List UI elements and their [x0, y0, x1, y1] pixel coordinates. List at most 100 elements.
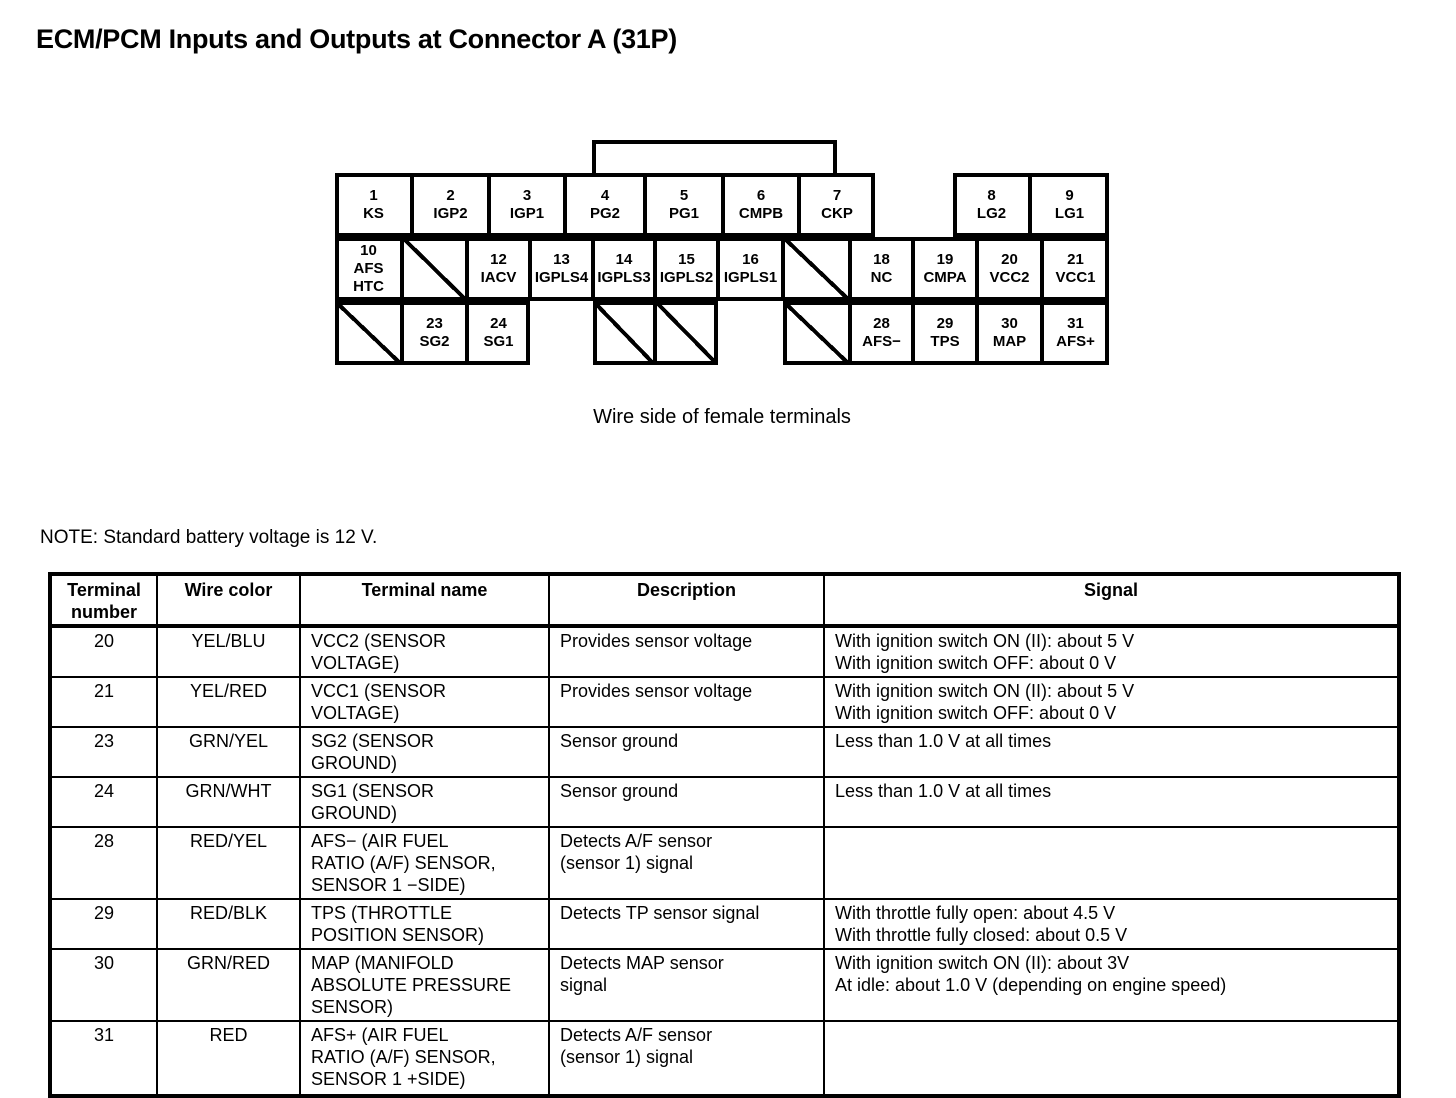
pin-label: NC	[870, 269, 893, 286]
cell-wire-color: RED/YEL	[156, 826, 301, 900]
pin-7: 7 CKP	[799, 173, 875, 237]
table-row-terminal-24: 24 GRN/WHT SG1 (SENSOR GROUND) Sensor gr…	[49, 776, 1400, 828]
cell-terminal-number: 29	[49, 898, 158, 950]
cell-terminal-number: 24	[49, 776, 158, 828]
cell-signal: With ignition switch ON (II): about 3V A…	[823, 948, 1400, 1022]
col-header-terminal-number: Terminal number	[49, 573, 158, 628]
cell-wire-color: YEL/BLU	[156, 625, 301, 678]
pin-12: 12 IACV	[467, 237, 530, 301]
pin-2: 2 IGP2	[412, 173, 489, 237]
pin-label: IGP2	[433, 205, 468, 222]
cell-description: Detects TP sensor signal	[548, 898, 825, 950]
pin-24: 24 SG1	[467, 301, 530, 365]
cell-terminal-name: SG2 (SENSOR GROUND)	[299, 726, 550, 778]
pin-18: 18 NC	[850, 237, 913, 301]
pin-label: SG1	[483, 333, 514, 350]
pin-label: SG2	[419, 333, 450, 350]
cell-terminal-name: MAP (MANIFOLD ABSOLUTE PRESSURE SENSOR)	[299, 948, 550, 1022]
pin-label: PG2	[589, 205, 620, 222]
pin-label: IGP1	[509, 205, 545, 222]
pin-number: 2	[446, 187, 455, 204]
table-row-terminal-23: 23 GRN/YEL SG2 (SENSOR GROUND) Sensor gr…	[49, 726, 1400, 778]
col-header-wire-color: Wire color	[156, 573, 301, 628]
cell-signal: Less than 1.0 V at all times	[823, 726, 1400, 778]
cell-terminal-number: 20	[49, 625, 158, 678]
cell-wire-color: GRN/WHT	[156, 776, 301, 828]
pin-label: VCC2	[989, 269, 1030, 286]
pin-4: 4 PG2	[565, 173, 645, 237]
cell-description: Detects MAP sensor signal	[548, 948, 825, 1022]
pin-number: 15	[678, 251, 695, 268]
cell-terminal-name: VCC1 (SENSOR VOLTAGE)	[299, 676, 550, 728]
pin-15: 15 IGPLS2	[655, 237, 718, 301]
pin-1: 1 KS	[335, 173, 412, 237]
pin-label: PG1	[668, 205, 699, 222]
pin-label: IGPLS1	[723, 269, 778, 286]
pin-label: CMPA	[923, 269, 967, 286]
pin-13: 13 IGPLS4	[530, 237, 593, 301]
cell-terminal-number: 23	[49, 726, 158, 778]
col-header-signal: Signal	[823, 573, 1400, 628]
pin-number: 20	[1001, 251, 1018, 268]
pin-number: 29	[936, 315, 954, 332]
blank-cell-slash	[593, 301, 655, 365]
cell-description: Provides sensor voltage	[548, 625, 825, 678]
connector-key-tab	[592, 140, 837, 177]
note-text: NOTE: Standard battery voltage is 12 V.	[40, 527, 378, 548]
table-row-terminal-29: 29 RED/BLK TPS (THROTTLE POSITION SENSOR…	[49, 898, 1400, 950]
pin-number: 19	[936, 251, 954, 268]
pin-number: 30	[1001, 315, 1018, 332]
blank-cell-slash	[783, 301, 850, 365]
terminal-table-container: Terminal number Wire color Terminal name…	[48, 572, 1401, 1098]
terminal-table: Terminal number Wire color Terminal name…	[48, 572, 1401, 1098]
pin-number: 14	[615, 251, 633, 268]
pin-number: 9	[1065, 187, 1074, 204]
pin-number: 23	[426, 315, 443, 332]
cell-terminal-name: AFS+ (AIR FUEL RATIO (A/F) SENSOR, SENSO…	[299, 1020, 550, 1097]
table-row-terminal-21: 21 YEL/RED VCC1 (SENSOR VOLTAGE) Provide…	[49, 676, 1400, 728]
cell-signal	[823, 826, 1400, 900]
pin-label: MAP	[992, 333, 1027, 350]
pin-number: 3	[522, 187, 532, 204]
pin-label: LG2	[976, 205, 1007, 222]
pin-label: IACV	[480, 269, 517, 286]
cell-wire-color: RED	[156, 1020, 301, 1097]
pin-label: AFS+	[1056, 333, 1095, 350]
cell-description: Detects A/F sensor (sensor 1) signal	[548, 826, 825, 900]
cell-description: Sensor ground	[548, 726, 825, 778]
cell-wire-color: YEL/RED	[156, 676, 301, 728]
cell-terminal-name: SG1 (SENSOR GROUND)	[299, 776, 550, 828]
pin-number: 4	[600, 187, 610, 204]
pin-label: CMPB	[738, 205, 784, 222]
pin-number: 18	[873, 251, 890, 268]
pin-number: 16	[742, 251, 759, 268]
pin-number: 1	[369, 187, 378, 204]
table-row-terminal-20: 20 YEL/BLU VCC2 (SENSOR VOLTAGE) Provide…	[49, 625, 1400, 678]
table-row-terminal-28: 28 RED/YEL AFS− (AIR FUEL RATIO (A/F) SE…	[49, 826, 1400, 900]
wire-side-caption: Wire side of female terminals	[593, 406, 851, 428]
pin-29: 29 TPS	[913, 301, 977, 365]
pin-16: 16 IGPLS1	[718, 237, 783, 301]
table-header-row: Terminal number Wire color Terminal name…	[49, 573, 1400, 628]
pin-label: IGPLS3	[597, 269, 651, 286]
pin-30: 30 MAP	[977, 301, 1042, 365]
pin-label: IGPLS2	[659, 269, 714, 286]
pin-19: 19 CMPA	[913, 237, 977, 301]
cell-wire-color: GRN/YEL	[156, 726, 301, 778]
pin-20: 20 VCC2	[977, 237, 1042, 301]
pin-number: 8	[987, 187, 996, 204]
cell-terminal-number: 30	[49, 948, 158, 1022]
pin-21: 21 VCC1	[1042, 237, 1109, 301]
cell-terminal-number: 31	[49, 1020, 158, 1097]
connector-a-diagram: 1 KS 2 IGP2 3 IGP1 4 PG2 5 PG1 6 CMPB 7 …	[335, 140, 1109, 365]
pin-number: 28	[873, 315, 890, 332]
col-header-terminal-name: Terminal name	[299, 573, 550, 628]
pin-number: 21	[1067, 251, 1084, 268]
table-row-terminal-30: 30 GRN/RED MAP (MANIFOLD ABSOLUTE PRESSU…	[49, 948, 1400, 1022]
pin-5: 5 PG1	[645, 173, 723, 237]
col-header-description: Description	[548, 573, 825, 628]
pin-number: 6	[756, 187, 766, 204]
pin-label: AFS HTC	[353, 260, 384, 295]
pin-number: 12	[490, 251, 507, 268]
cell-terminal-name: AFS− (AIR FUEL RATIO (A/F) SENSOR, SENSO…	[299, 826, 550, 900]
